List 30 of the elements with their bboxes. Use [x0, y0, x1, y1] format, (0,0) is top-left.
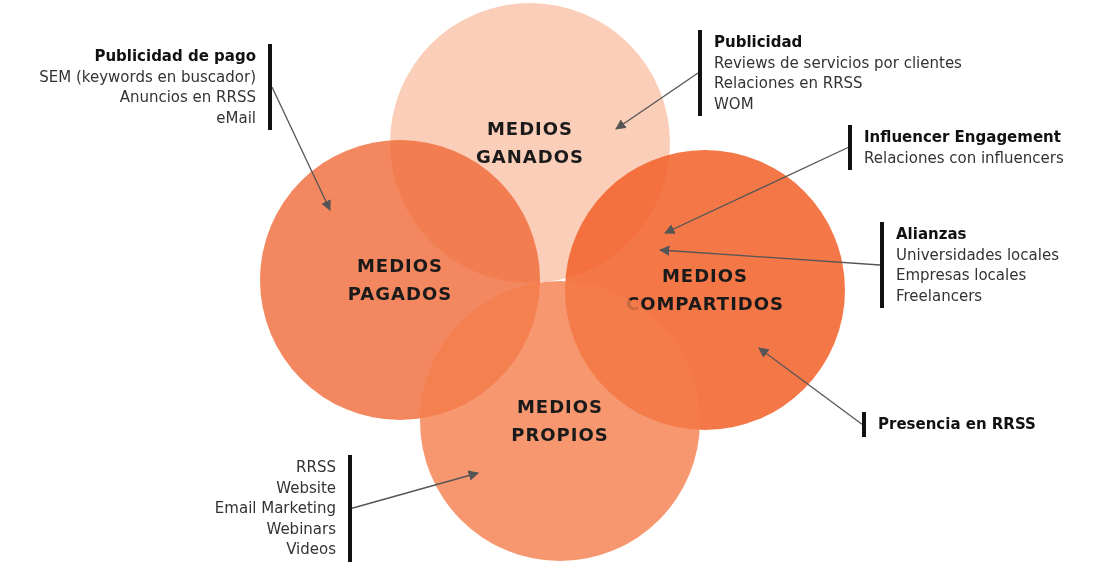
circle-label: MEDIOS PAGADOS	[346, 254, 454, 306]
circle-label: MEDIOS GANADOS	[475, 117, 585, 169]
list-item: Webinars	[265, 518, 336, 539]
callout-heading: Publicidad	[714, 32, 804, 53]
callout-heading: Presencia en RRSS	[878, 414, 1037, 435]
arrow	[758, 347, 863, 425]
list-item: Anuncios en RRSS	[118, 87, 256, 108]
arrow	[615, 72, 699, 130]
list-item: Relaciones con influencers	[864, 147, 1065, 168]
list-item: eMail	[215, 107, 256, 128]
list-item: WOM	[714, 93, 755, 114]
list-item: Relaciones en RRSS	[714, 73, 864, 94]
circle-label: MEDIOS COMPARTIDOS	[624, 264, 786, 316]
callout-heading: Alianzas	[896, 224, 968, 245]
list-item: Email Marketing	[213, 498, 336, 519]
arrow	[351, 470, 479, 509]
list-item: SEM (keywords en buscador)	[38, 66, 256, 87]
arrow	[658, 245, 881, 266]
list-item: Freelancers	[896, 285, 984, 306]
callout-heading: Influencer Engagement	[864, 127, 1062, 148]
arrow	[271, 86, 331, 211]
circle-label: MEDIOS PROPIOS	[510, 395, 610, 447]
list-item: Reviews de servicios por clientes	[714, 52, 963, 73]
arrow	[664, 146, 849, 234]
list-item: Website	[275, 477, 336, 498]
callout-heading: Publicidad de pago	[93, 46, 256, 67]
list-item: Videos	[285, 539, 336, 560]
list-item: Empresas locales	[896, 265, 1028, 286]
list-item: Universidades locales	[896, 244, 1060, 265]
list-item: RRSS	[295, 457, 336, 478]
